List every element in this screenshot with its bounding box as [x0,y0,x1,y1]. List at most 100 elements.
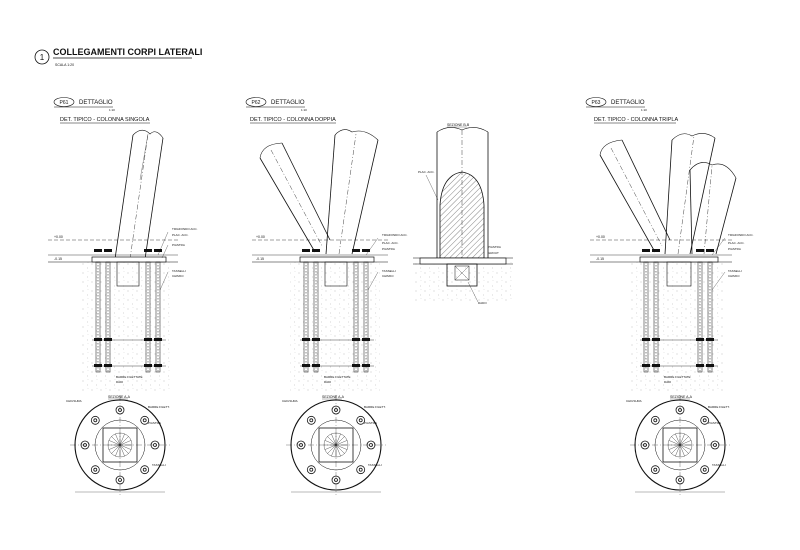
callout-note: DADI [116,380,123,384]
detail-p61: P61 DETTAGLIO 1:10 DET. TIPICO - COLONNA… [48,97,198,495]
callout-note: PIASTRA [728,247,741,251]
detail-p62: P62 DETTAGLIO 1:10 DET. TIPICO - COLONNA… [245,97,408,495]
dado [454,265,470,281]
foundation-elevation: +0.00 -0.15 TIRAFONDO ACC. PLAC. ACC. PI… [48,227,198,392]
callout-note: PLAC. ACC. [172,233,189,237]
plan-note: TASSELLI [152,463,166,467]
detail-scale: 1:10 [109,108,115,112]
callout-note: CHIMICI [172,274,184,278]
concrete-block [80,262,170,392]
detail-header: P62 DETTAGLIO 1:10 DET. TIPICO - COLONNA… [245,97,336,124]
section-label: SEZIONE A-A [108,395,131,399]
rod-nuts [302,249,370,367]
callout-note: TASSELLI [728,269,742,273]
callout-note: DADI [664,380,671,384]
anchor-rods [640,261,718,373]
callout-note: DADI [324,380,331,384]
plan-note: PIASTRA [364,421,377,425]
callout-note: BARRE FILETTATE [324,375,351,379]
plan-note: BARRE FILETT. [148,405,170,409]
plan-note: PIASTRA [708,421,721,425]
detail-header: P61 DETTAGLIO 1:10 DET. TIPICO - COLONNA… [53,97,150,124]
detail-tag-bubble [53,97,75,107]
insert-plate [439,171,485,259]
detail-heading: DETTAGLIO [79,100,113,106]
detail-tag-bubble [245,97,267,107]
section-bb: SEZIONE B-B PLAC. ACC. PIASTRA GROUT DAD… [413,123,513,305]
callout-note: BARRE FILETTATE [116,375,143,379]
detail-tag: P63 [592,100,601,106]
foundation-elevation: +0.00 -0.15 TIRAFONDO ACC. PLAC. ACC. PI… [590,233,754,392]
plan-note: BARRE FILETT. [708,405,730,409]
callout-note: TASSELLI [172,269,186,273]
detail-header: P63 DETTAGLIO 1:10 DET. TIPICO - COLONNA… [585,97,678,124]
column-pipes [599,133,737,255]
callout-note: TASSELLI [382,269,396,273]
detail-subtitle: DET. TIPICO - COLONNA TRIPLA [594,117,678,123]
base-plate-section [419,257,507,265]
sheet-title: COLLEGAMENTI CORPI LATERALI [53,47,202,57]
level-label: -0.15 [256,257,264,261]
callout-note: PIASTRA [488,245,501,249]
plan-note: CHIUSURA [282,399,298,403]
ground-block [413,262,513,302]
callout-note: CHIMICI [728,274,740,278]
anchor-rods [92,261,166,373]
base-plate [91,256,167,263]
socket-section [446,263,478,287]
callout-note: PIASTRA [172,243,185,247]
callout-note: TIRAFONDO ACC. [172,227,198,231]
section-label: SEZIONE A-A [322,395,345,399]
plan-note: TASSELLI [368,463,382,467]
socket [116,261,140,287]
detail-scale: 1:10 [641,108,647,112]
detail-tag: P61 [60,100,69,106]
socket [666,261,692,287]
rod-nuts [94,249,162,367]
base-plate [639,256,719,263]
concrete-block [290,262,380,392]
section-label: SEZIONE B-B [447,123,470,127]
section-label: SEZIONE A-A [670,395,693,399]
socket [324,261,348,287]
foundation-elevation: +0.00 -0.15 TIRAFONDO ACC. PLAC. ACC. PI… [252,233,408,392]
plan-section: SEZIONE A-A CHIUSU [626,395,730,495]
sheet-header: 1 COLLEGAMENTI CORPI LATERALI SCALA 1:20 [34,47,202,67]
plan-section: SEZIONE A-A CHIUSU [282,395,386,495]
callout-note: DADO [478,301,487,305]
callout-note: PLAC. ACC. [728,241,745,245]
column-pipes [259,129,379,255]
plan-note: PIASTRA [148,421,161,425]
callout-note: PIASTRA [382,247,395,251]
detail-subtitle: DET. TIPICO - COLONNA SINGOLA [60,117,150,123]
pipe-section [436,127,489,258]
detail-subtitle: DET. TIPICO - COLONNA DOPPIA [250,117,336,123]
rod-nuts [642,249,714,367]
callout-note: PLAC. ACC. [382,241,399,245]
detail-scale: 1:10 [301,108,307,112]
column-pipe [114,129,164,260]
plan-section: SEZIONE A-A CHIUSU [66,395,170,495]
sheet-scale: SCALA 1:20 [55,63,74,67]
callout-note: TIRAFONDO ACC. [382,233,408,237]
sheet-number: 1 [40,53,45,62]
callout-note: GROUT [488,251,499,255]
detail-tag: P62 [252,100,261,106]
plan-note: CHIUSURA [66,399,82,403]
plan-note: TASSELLI [712,463,726,467]
level-label: +0.00 [256,235,265,239]
detail-tag-bubble [585,97,607,107]
plan-note: BARRE FILETT. [364,405,386,409]
level-label: -0.15 [54,257,62,261]
detail-heading: DETTAGLIO [271,100,305,106]
detail-p63: P63 DETTAGLIO 1:10 DET. TIPICO - COLONNA… [585,97,754,495]
level-label: +0.00 [596,235,605,239]
callout-note: TIRAFONDO ACC. [728,233,754,237]
callout-note: PLAC. ACC. [418,170,435,174]
base-plate [299,256,375,263]
level-label: +0.00 [54,235,63,239]
level-label: -0.15 [596,257,604,261]
callout-note: CHIMICI [382,274,394,278]
callout-note: BARRE FILETTATE [664,375,691,379]
